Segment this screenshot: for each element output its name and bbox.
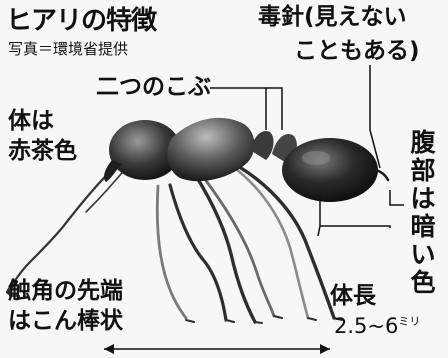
label-abdomen-char2: 部 <box>410 156 436 185</box>
body-length-unit: ミリ <box>398 315 421 328</box>
label-stinger-line1: 毒針(見えない <box>258 4 407 30</box>
label-body-color-line1: 体は <box>8 108 54 134</box>
label-abdomen-char5: い <box>410 240 436 269</box>
label-body-color-line2: 赤茶色 <box>8 138 77 164</box>
label-stinger-line2: こともある) <box>294 38 420 64</box>
ant-body <box>104 117 390 202</box>
label-body-length-line1: 体長 <box>330 283 376 309</box>
label-two-bumps: 二つのこぶ <box>96 74 211 100</box>
label-antenna-line1: 触角の先端 <box>8 278 123 304</box>
label-abdomen-char4: 暗 <box>410 212 436 241</box>
label-body-length-value: 2.5~6ミリ <box>334 316 420 337</box>
leader-lines <box>7 65 404 297</box>
label-abdomen-char6: 色 <box>410 268 436 297</box>
body-length-number: 2.5~6 <box>334 314 399 338</box>
length-arrow <box>104 344 330 354</box>
label-abdomen-char3: は <box>410 184 436 213</box>
legs <box>155 158 343 324</box>
label-antenna-line2: はこん棒状 <box>8 308 123 334</box>
photo-credit: 写真＝環境省提供 <box>8 40 129 58</box>
diagram-title: ヒアリの特徴 <box>6 6 157 36</box>
label-abdomen-char1: 腹 <box>410 128 436 157</box>
